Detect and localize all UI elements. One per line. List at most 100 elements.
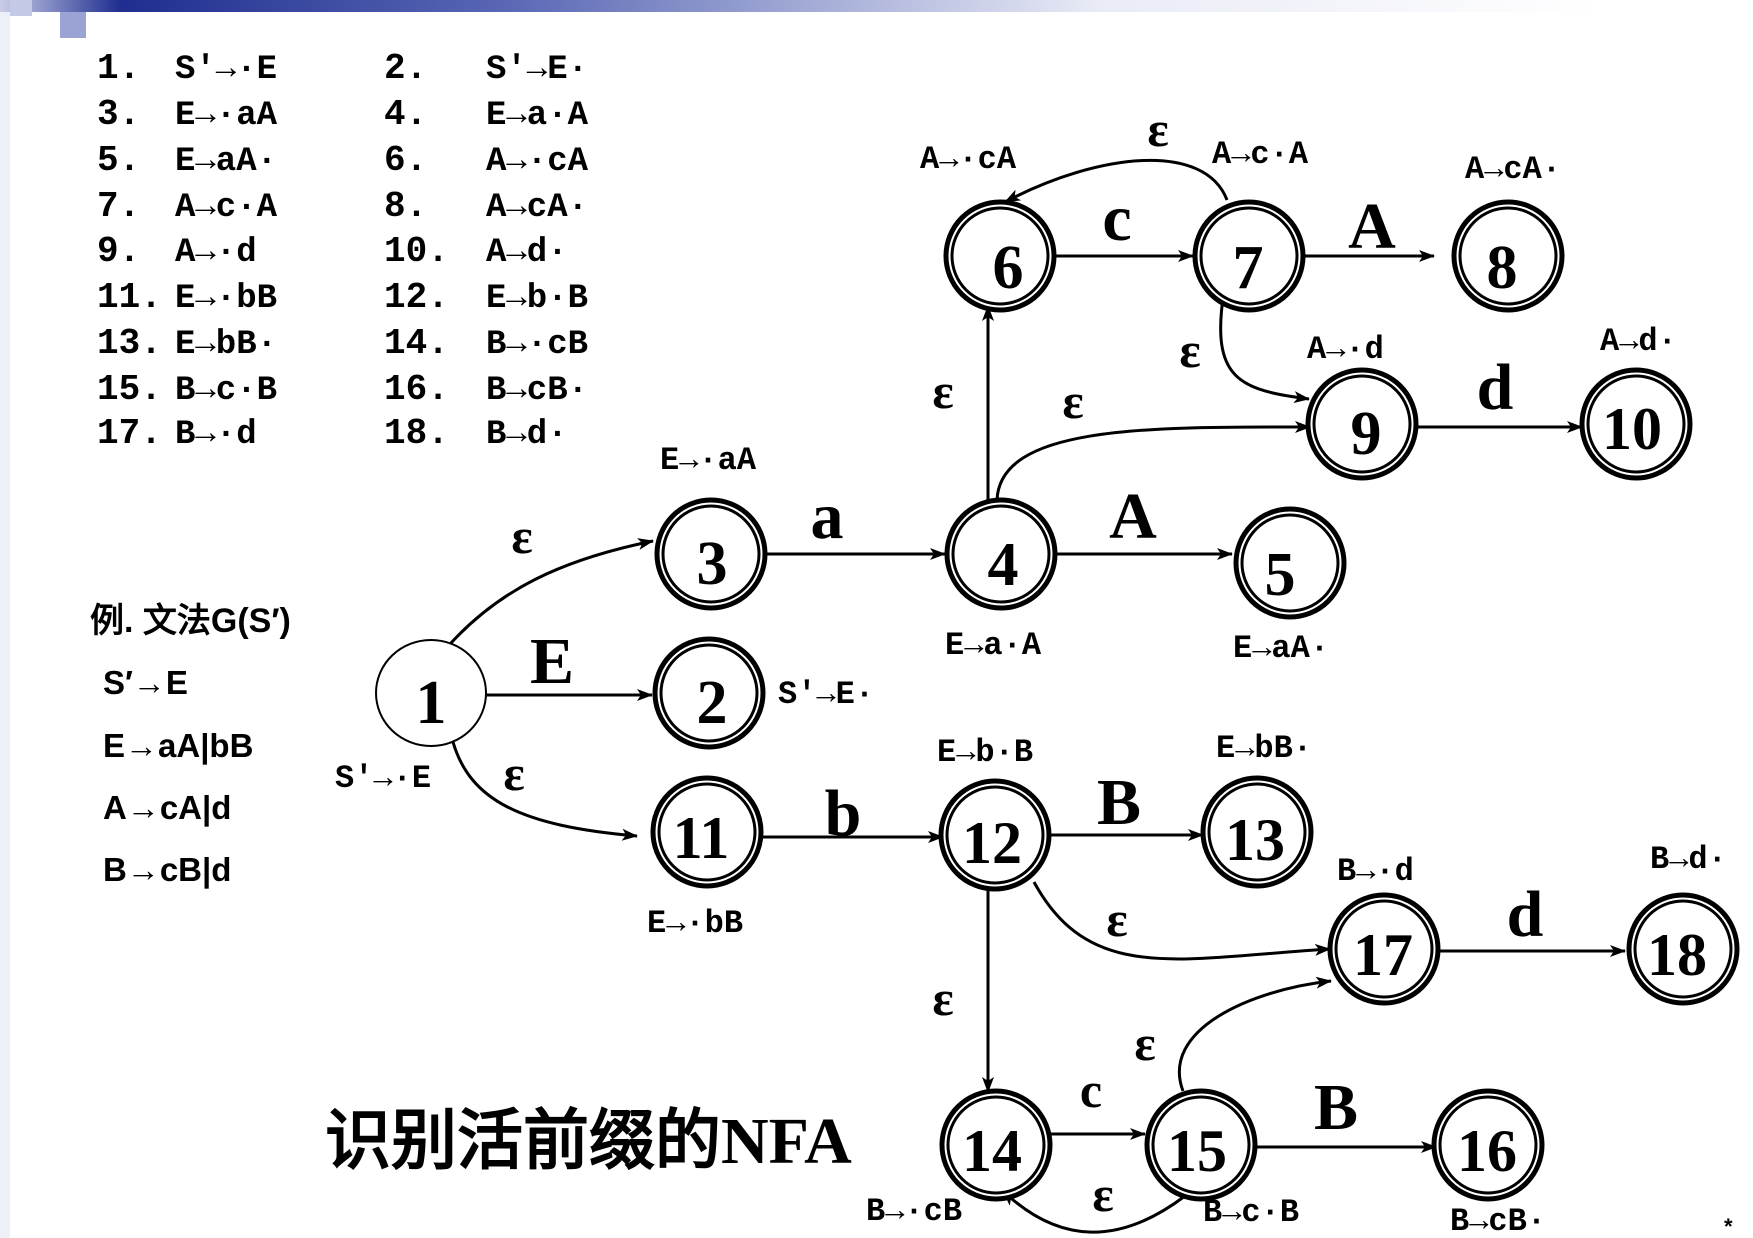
corner-decoration [60, 12, 86, 38]
state-inner-ring [950, 206, 1050, 306]
item-text: A→·d [175, 234, 257, 272]
item-text: B→c·B [175, 372, 277, 410]
item-text: E→·bB [175, 280, 277, 318]
state-inner-ring [1207, 782, 1307, 882]
item-text: A→c·A [175, 189, 278, 227]
state-outer-ring [1233, 506, 1347, 620]
state-annotation: A→cA· [1465, 151, 1561, 188]
item-text: E→·aA [175, 97, 278, 135]
state-3: 3 [654, 497, 768, 611]
item-number: 8. [384, 186, 427, 227]
item-number: 9. [97, 231, 140, 272]
transition-label: d [1507, 878, 1544, 951]
transition-label: ε [511, 508, 532, 564]
state-7: 7 [1192, 199, 1306, 313]
item-text: E→bB· [175, 326, 277, 364]
transition-layer [449, 158, 1626, 1234]
corner-decoration [10, 0, 32, 16]
item-text: A→d· [486, 234, 568, 272]
transition-arrow-15-17 [1177, 976, 1332, 1092]
state-15: 15 [1144, 1088, 1258, 1202]
item-text: S′→·E [175, 51, 277, 89]
item-text: A→·cA [486, 143, 589, 181]
state-10: 10 [1579, 367, 1693, 481]
state-label: 11 [673, 805, 730, 871]
state-label: 9 [1351, 400, 1382, 468]
transition-label: A [1348, 190, 1396, 263]
state-14: 14 [939, 1088, 1053, 1202]
transition-label: ε [932, 363, 953, 419]
transition-arrow-4-9 [995, 420, 1311, 501]
header-bar [0, 0, 1753, 12]
state-label: 8 [1487, 234, 1518, 302]
state-annotation: B→·cB [866, 1193, 962, 1230]
grammar-rule: B→cB|d [103, 851, 231, 888]
transition-label: c [1080, 1062, 1102, 1118]
state-inner-ring [1586, 374, 1686, 474]
item-text: B→·d [175, 416, 257, 454]
item-number: 15. [97, 369, 162, 410]
transition-label: ε [1062, 373, 1083, 429]
item-number: 6. [384, 140, 427, 181]
state-outer-ring [1144, 1088, 1258, 1202]
state-outer-ring [939, 1088, 1053, 1202]
transition-arrow-1-11 [451, 741, 638, 841]
item-text: B→d· [486, 416, 568, 454]
grammar-title: 例. 文法G(S′) [90, 602, 291, 640]
state-outer-ring [1626, 892, 1740, 1006]
item-number: 11. [97, 277, 162, 318]
state-outer-ring [1431, 1088, 1545, 1202]
state-inner-ring [946, 1095, 1046, 1195]
state-annotation: B→d· [1650, 841, 1727, 878]
transition-label: b [825, 777, 862, 850]
state-inner-ring [951, 504, 1051, 604]
state-outer-ring [944, 497, 1058, 611]
transition-label: ε [1106, 891, 1127, 947]
item-number: 1. [97, 48, 140, 89]
item-number: 2. [384, 48, 427, 89]
state-label: 12 [962, 810, 1022, 876]
state-inner-ring [1334, 899, 1434, 999]
state-12: 12 [938, 778, 1052, 892]
state-annotation: B→cB· [1450, 1203, 1546, 1238]
transition-label: d [1477, 351, 1514, 424]
transition-label: ε [1147, 101, 1168, 157]
state-annotation: E→bB· [1216, 730, 1312, 767]
state-6: 6 [943, 199, 1057, 313]
state-4: 4 [944, 497, 1058, 611]
state-label: 18 [1647, 922, 1707, 988]
grammar-rule: A→cA|d [103, 789, 231, 826]
transition-arrow-1-3 [449, 538, 654, 645]
state-label: 17 [1353, 922, 1413, 988]
item-text: E→aA· [175, 143, 277, 181]
state-outer-ring [938, 778, 1052, 892]
state-label: 1 [416, 669, 447, 737]
side-strip [0, 12, 10, 1238]
transition-label: ε [1179, 322, 1200, 378]
state-annotation: A→d· [1600, 323, 1677, 360]
item-text: B→·cB [486, 326, 588, 364]
item-text: B→cB· [486, 372, 588, 410]
state-outer-ring [652, 636, 766, 750]
state-2: 2 [652, 636, 766, 750]
grammar-block: 例. 文法G(S′) S′→E E→aA|bB A→cA|d B→cB|d [90, 602, 291, 888]
transition-label: B [1314, 1071, 1358, 1144]
transition-label: c [1102, 182, 1131, 255]
state-label: 3 [697, 530, 728, 598]
state-inner-ring [659, 643, 759, 743]
state-18: 18 [1626, 892, 1740, 1006]
state-label: 6 [993, 234, 1024, 302]
transition-label: ε [932, 970, 953, 1026]
grammar-rule: E→aA|bB [103, 727, 253, 764]
state-13: 13 [1200, 775, 1314, 889]
state-inner-ring [657, 782, 757, 882]
state-annotation: E→·bB [647, 905, 743, 942]
state-label: 15 [1167, 1118, 1227, 1184]
transition-label: A [1109, 480, 1157, 553]
state-annotation: A→·cA [920, 141, 1017, 178]
state-annotation: E→aA· [1233, 630, 1329, 667]
state-8: 8 [1451, 199, 1565, 313]
